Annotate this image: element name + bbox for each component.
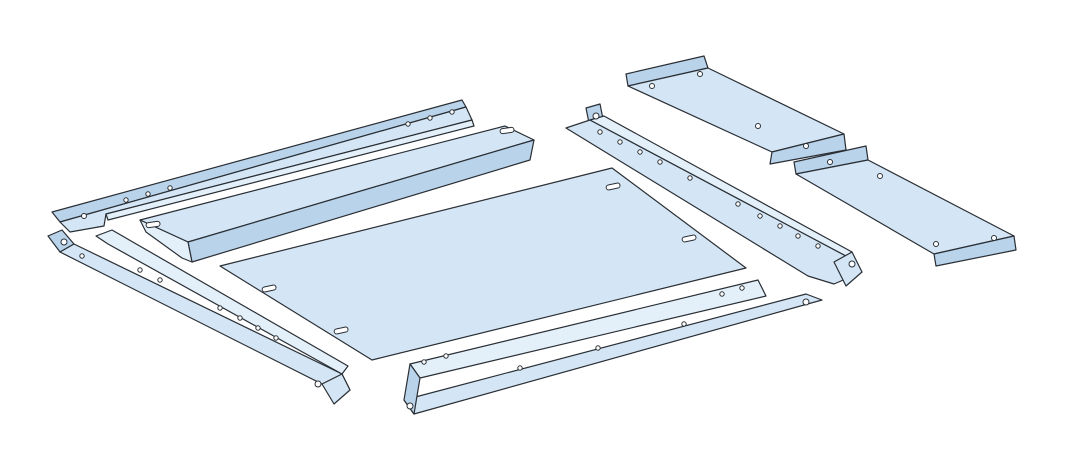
plate-main — [219, 167, 747, 361]
rail-front-left — [47, 229, 351, 405]
plate-rear-flanged — [139, 125, 535, 263]
rail-front-bottom — [403, 279, 823, 415]
bracket-top-right — [625, 55, 847, 165]
rail-right — [565, 103, 863, 287]
rail-back-left — [51, 99, 475, 233]
bracket-bottom-right — [793, 145, 1017, 267]
